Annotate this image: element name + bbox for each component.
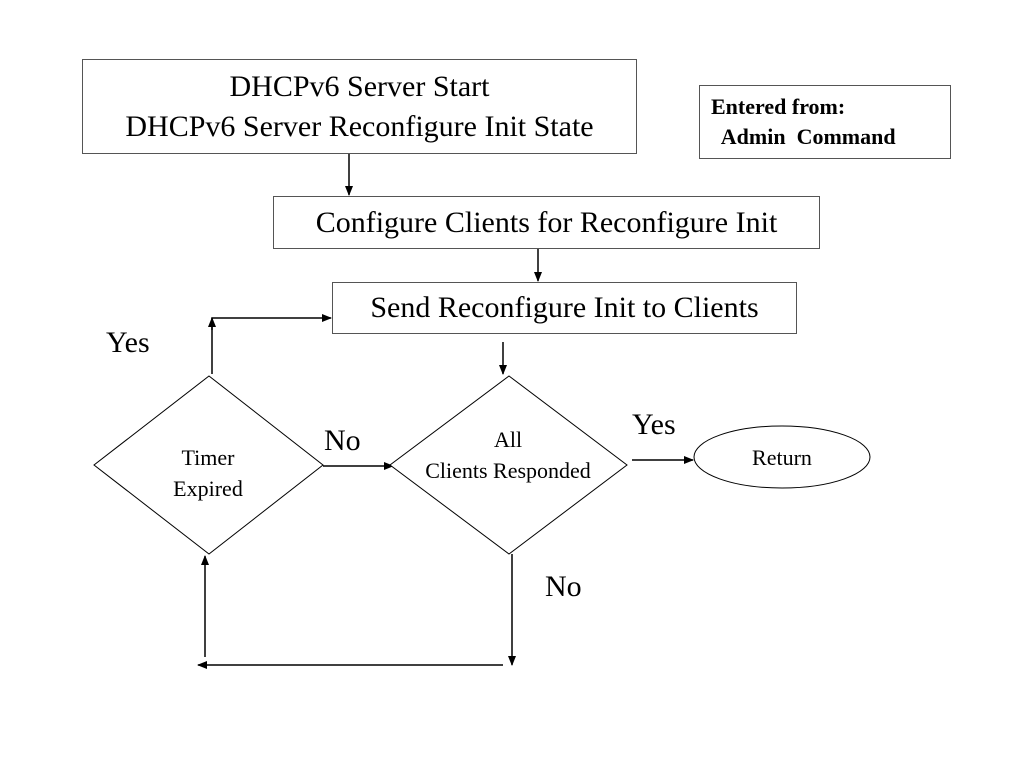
timer-expired-line2: Expired (173, 476, 243, 501)
entered-from-line1: Entered from: (711, 94, 846, 119)
entered-from-line2: Admin Command (711, 124, 896, 149)
start-box-line2: DHCPv6 Server Reconfigure Init State (125, 109, 594, 143)
clients-responded-text: All Clients Responded (400, 424, 616, 486)
timer-expired-line1: Timer (181, 445, 235, 470)
entered-from-note: Entered from: Admin Command (699, 85, 951, 159)
timer-no-label: No (324, 424, 361, 457)
start-box-line1: DHCPv6 Server Start (229, 69, 490, 103)
return-label: Return (752, 445, 812, 470)
configure-clients-label: Configure Clients for Reconfigure Init (315, 205, 778, 239)
timer-expired-diamond (93, 375, 324, 555)
timer-expired-text: Timer Expired (146, 442, 270, 504)
responded-yes-label: Yes (632, 408, 676, 441)
timer-yes-label: Yes (106, 326, 150, 359)
arrow-timer-yes-to-send (211, 314, 332, 374)
clients-responded-diamond (389, 375, 628, 555)
responded-no-label: No (545, 570, 582, 603)
return-terminal-ellipse (693, 425, 871, 489)
send-reconfigure-box: Send Reconfigure Init to Clients (332, 282, 797, 334)
clients-responded-line2: Clients Responded (425, 458, 591, 483)
clients-responded-line1: All (493, 427, 523, 452)
start-process-box: DHCPv6 Server Start DHCPv6 Server Reconf… (82, 59, 637, 154)
send-reconfigure-label: Send Reconfigure Init to Clients (370, 291, 759, 324)
configure-clients-box: Configure Clients for Reconfigure Init (273, 196, 820, 249)
